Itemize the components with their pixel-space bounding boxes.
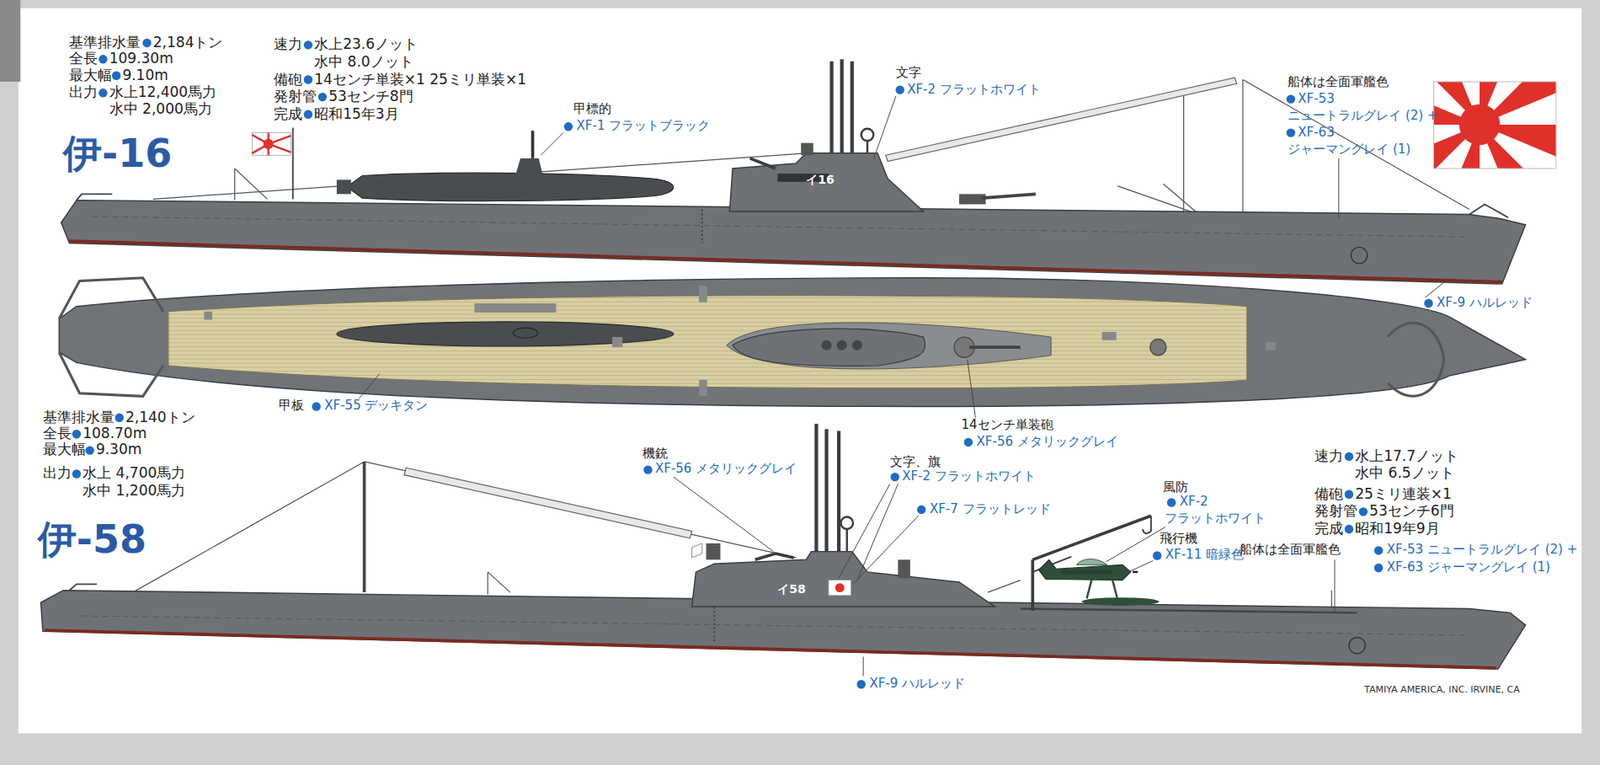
paint-callout: ジャーマングレイ (1) — [1287, 142, 1411, 157]
spec-text: 9.10m — [122, 67, 168, 85]
spec-text: 2,140トン — [125, 409, 196, 427]
spec-text: 昭和19年9月 — [1354, 520, 1440, 538]
spec-text: 9.30m — [96, 442, 142, 459]
spec-text: 発射管 — [273, 88, 317, 106]
paint-callout: XF-9 ハルレッド — [1436, 295, 1533, 310]
maker-credit: TAMIYA AMERICA, INC. IRVINE, CA — [1364, 684, 1520, 696]
part-label: 14センチ単装砲 — [961, 418, 1054, 433]
paint-callout: XF-55 デッキタン — [324, 399, 428, 414]
paint-callout: ニュートラルグレイ (2) + — [1287, 108, 1438, 123]
spec-text: 基準排水量 — [69, 34, 141, 52]
part-label: 船体は全面軍艦色 — [1239, 542, 1341, 557]
paint-callout: XF-63 — [1297, 125, 1334, 140]
paint-callout: XF-2 フラットホワイト — [906, 82, 1041, 97]
spec-text: 53センチ8門 — [328, 88, 413, 106]
spec-text: 水上12,400馬力 — [109, 85, 217, 102]
spec-text: 14センチ単装×1 25ミリ単装×1 — [314, 71, 527, 89]
paint-callout: XF-7 フラットレッド — [929, 501, 1051, 517]
paint-callout: XF-11 暗緑色 — [1165, 548, 1244, 563]
spec-text: 25ミリ連装×1 — [1354, 485, 1452, 503]
spec-text: 53センチ6門 — [1369, 502, 1454, 520]
spec-text: 水上23.6ノット — [314, 37, 418, 54]
spec-text: 全長 — [42, 425, 72, 443]
spec-text: 109.30m — [109, 51, 174, 69]
paint-callout: XF-2 — [1179, 495, 1209, 510]
spec-text: 水中 1,200馬力 — [82, 482, 186, 500]
spec-text: 備砲 — [273, 71, 303, 89]
paint-callout: XF-1 フラットブラック — [576, 119, 711, 134]
part-label: 文字 — [896, 66, 922, 81]
part-label: 船体は全面軍艦色 — [1287, 75, 1389, 91]
spec-text: 出力 — [42, 464, 72, 482]
paint-callout: フラットホワイト — [1164, 511, 1266, 526]
paint-callout: XF-56 メタリックグレイ — [976, 434, 1119, 449]
spec-text: 水中 6.5ノット — [1354, 464, 1454, 482]
hull-number: イ16 — [805, 172, 834, 187]
spec-text: 水中 8.0ノット — [314, 53, 413, 71]
part-label: 文字、旗 — [890, 454, 941, 470]
part-label: 甲標的 — [573, 101, 612, 117]
part-label: 甲板 — [278, 399, 304, 414]
paint-callout: XF-9 ハルレッド — [869, 676, 966, 691]
part-label: 機銃 — [642, 447, 668, 462]
spec-text: 速力 — [273, 37, 303, 54]
paint-callout: XF-56 メタリックグレイ — [655, 462, 797, 477]
spec-text: 最大幅 — [42, 442, 86, 459]
paint-callout: XF-63 ジャーマングレイ (1) — [1386, 560, 1551, 575]
spec-text: 備砲 — [1314, 485, 1344, 503]
spec-text: 全長 — [69, 51, 98, 69]
spec-text: 水中 2,000馬力 — [109, 101, 213, 118]
spec-text: 完成 — [273, 106, 303, 123]
paint-callout: XF-53 — [1297, 91, 1334, 107]
spec-text: 最大幅 — [69, 67, 112, 85]
ship-heading: 伊-58 — [37, 516, 147, 561]
spec-text: 昭和15年3月 — [314, 106, 399, 123]
spec-text: 水上17.7ノット — [1354, 448, 1459, 465]
spec-text: 水上 4,700馬力 — [82, 464, 186, 482]
paint-callout: XF-53 ニュートラルグレイ (2) + — [1386, 542, 1579, 557]
spec-text: 2,184トン — [153, 34, 224, 52]
part-label: 飛行機 — [1159, 531, 1198, 546]
spec-text: 基準排水量 — [42, 409, 115, 427]
paint-callout: XF-2 フラットホワイト — [901, 469, 1036, 484]
spec-text: 完成 — [1314, 520, 1344, 538]
spec-text: 108.70m — [82, 425, 147, 443]
hull-number: イ58 — [777, 581, 806, 596]
spec-text: 速力 — [1314, 448, 1344, 465]
part-label: 風防 — [1162, 480, 1189, 496]
spec-text: 出力 — [69, 85, 98, 102]
spec-text: 発射管 — [1314, 502, 1358, 520]
ship-heading: 伊-16 — [63, 130, 172, 176]
